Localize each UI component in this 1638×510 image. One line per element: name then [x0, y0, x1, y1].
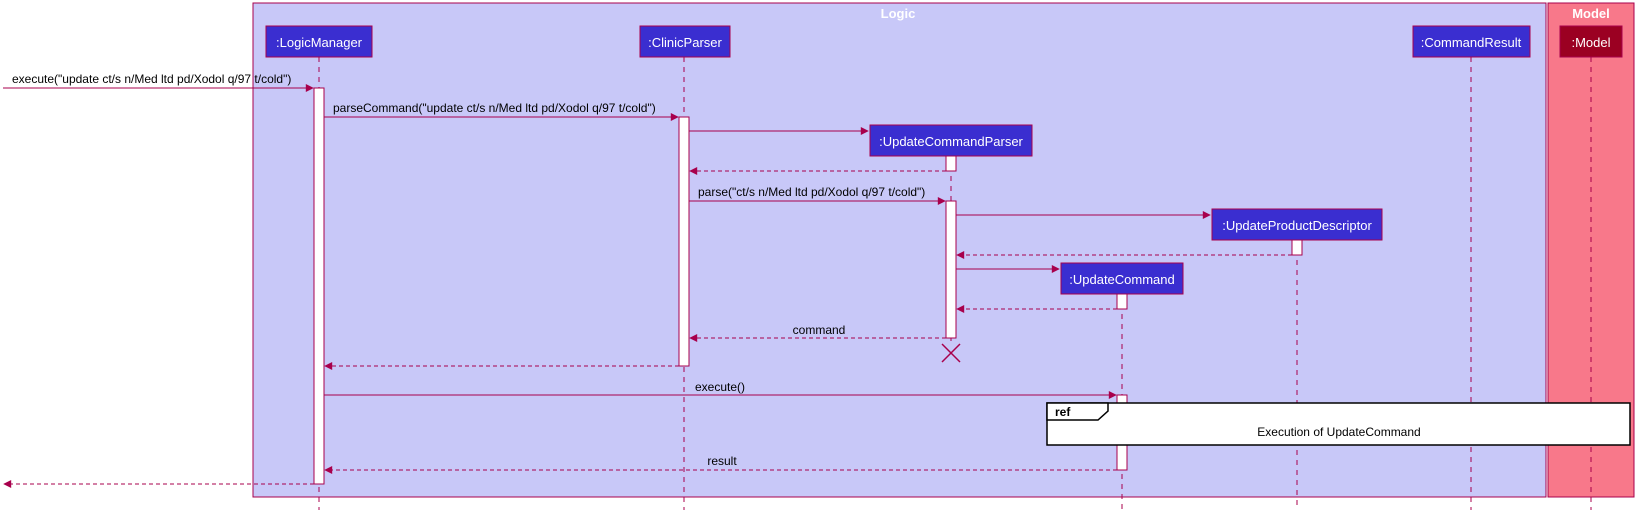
return-command-label: command — [793, 323, 846, 337]
participant-update-command — [1060, 262, 1184, 295]
participant-logic-manager-label: :LogicManager — [276, 35, 363, 50]
message-parse-label: parse("ct/s n/Med ltd pd/Xodol q/97 t/co… — [698, 185, 925, 199]
participant-model-label: :Model — [1571, 35, 1610, 50]
participant-model — [1559, 25, 1623, 58]
logic-group-label: Logic — [881, 6, 916, 21]
ref-fragment-tag: ref — [1055, 405, 1071, 419]
ref-fragment-tab — [1046, 402, 1109, 421]
activation-update-command-parser-constructor — [945, 155, 957, 172]
participant-command-result — [1412, 25, 1531, 58]
participant-update-command-parser — [869, 124, 1033, 157]
activation-update-command-constructor — [1116, 293, 1128, 310]
activation-clinic-parser — [678, 116, 690, 367]
participant-clinic-parser — [639, 25, 731, 58]
activation-update-command-parser-parse — [945, 200, 957, 339]
return-result-label: result — [707, 454, 737, 468]
message-execute-input-label: execute("update ct/s n/Med ltd pd/Xodol … — [12, 72, 291, 86]
participant-command-result-label: :CommandResult — [1421, 35, 1522, 50]
participant-logic-manager — [265, 25, 373, 58]
participant-update-command-parser-label: :UpdateCommandParser — [879, 134, 1023, 149]
participant-clinic-parser-label: :ClinicParser — [648, 35, 722, 50]
message-execute-label: execute() — [695, 380, 745, 394]
activation-update-product-descriptor — [1291, 239, 1303, 256]
destroy-marker — [941, 343, 961, 363]
activation-logic-manager — [313, 87, 325, 485]
participant-update-product-descriptor — [1211, 208, 1383, 241]
message-parse-command-label: parseCommand("update ct/s n/Med ltd pd/X… — [333, 101, 656, 115]
ref-fragment — [1046, 402, 1631, 446]
ref-fragment-text: Execution of UpdateCommand — [1257, 425, 1420, 439]
participant-update-product-descriptor-label: :UpdateProductDescriptor — [1222, 218, 1372, 233]
participant-update-command-label: :UpdateCommand — [1069, 272, 1175, 287]
model-group-label: Model — [1572, 6, 1610, 21]
